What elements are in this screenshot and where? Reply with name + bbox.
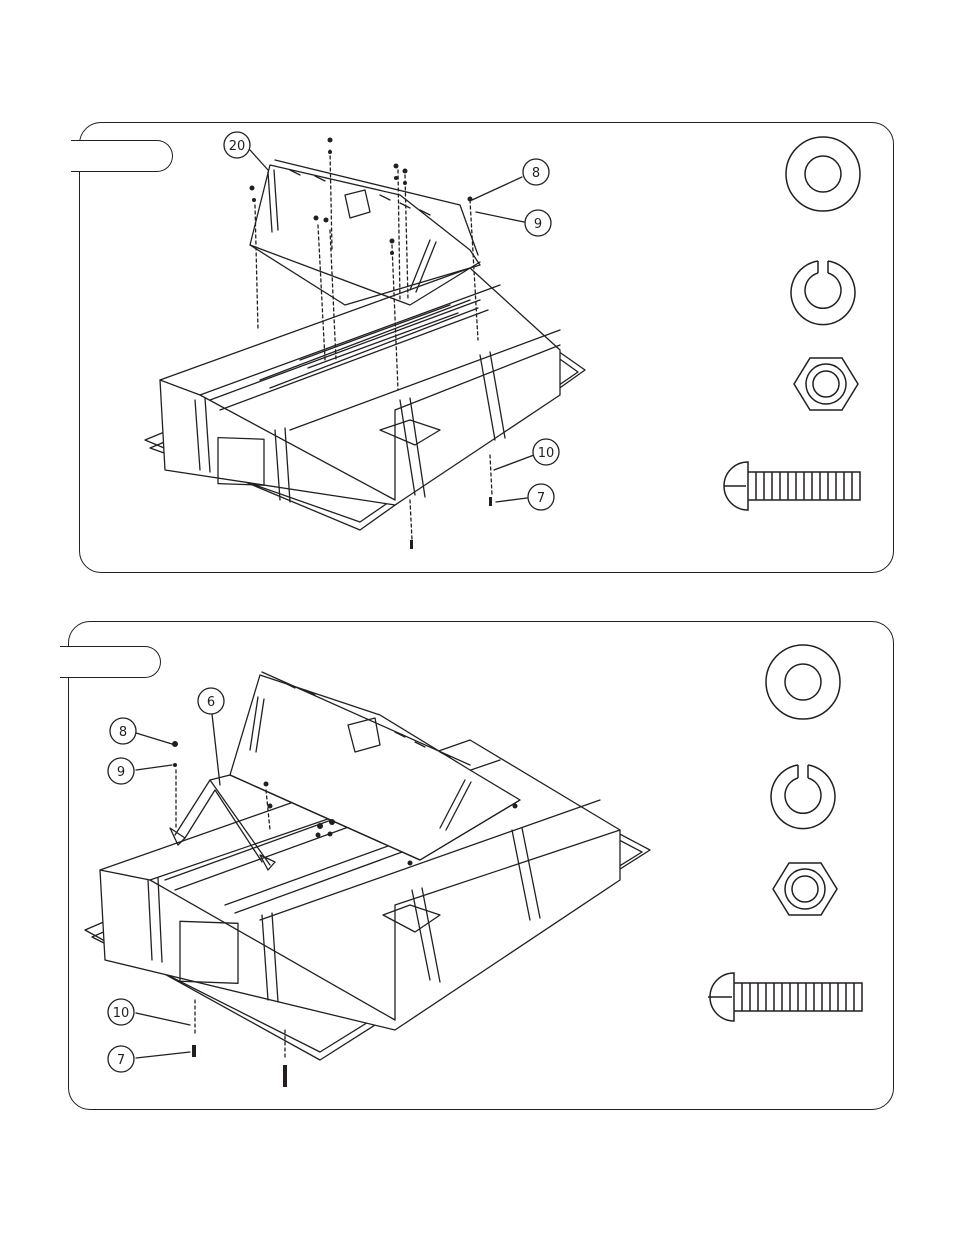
callout-label: 6 — [207, 695, 215, 710]
step-1-bracket — [250, 160, 480, 305]
step-1-leader-9 — [476, 212, 524, 222]
step-2-callout-7: 7 — [108, 1046, 134, 1072]
step-2-leader-6 — [212, 714, 220, 785]
step-2-leader-8 — [136, 733, 172, 744]
step-1-callout-8: 8 — [523, 159, 549, 185]
callout-label: 9 — [534, 217, 542, 232]
step-2-leader-10 — [136, 1013, 190, 1025]
callout-label: 20 — [229, 139, 246, 154]
washer-icon — [766, 645, 840, 719]
callout-label: 10 — [113, 1006, 130, 1021]
hex-nut-icon — [773, 863, 837, 915]
lock-washer-icon — [791, 261, 855, 325]
hex-nut-icon — [794, 358, 858, 410]
step-2-callout-8: 8 — [110, 718, 136, 744]
callout-label: 7 — [537, 491, 545, 506]
step-1-hood-body — [145, 268, 585, 530]
step-1-leader-7 — [496, 498, 527, 502]
step-2-callout-6: 6 — [198, 688, 224, 714]
machine-screw-icon — [724, 462, 860, 510]
step-1-leader-8 — [472, 177, 522, 200]
step-1-leader-10 — [494, 455, 534, 470]
callout-label: 8 — [119, 725, 127, 740]
step-2-leader-7 — [136, 1052, 190, 1058]
step-1-callout-7: 7 — [528, 484, 554, 510]
step-2-callout-9: 9 — [108, 758, 134, 784]
step-1-callout-10: 10 — [533, 439, 559, 465]
step-1-callout-9: 9 — [525, 210, 551, 236]
washer-icon — [786, 137, 860, 211]
machine-screw-icon — [708, 973, 862, 1021]
callout-label: 9 — [117, 765, 125, 780]
lock-washer-icon — [771, 765, 835, 829]
step-1-leader-20 — [250, 150, 268, 170]
callout-label: 8 — [532, 166, 540, 181]
callout-label: 7 — [117, 1053, 125, 1068]
step-2-leader-9 — [136, 765, 172, 770]
step-1-callout-20: 20 — [224, 132, 250, 158]
step-2-callout-10: 10 — [108, 999, 134, 1025]
callout-label: 10 — [538, 446, 555, 461]
